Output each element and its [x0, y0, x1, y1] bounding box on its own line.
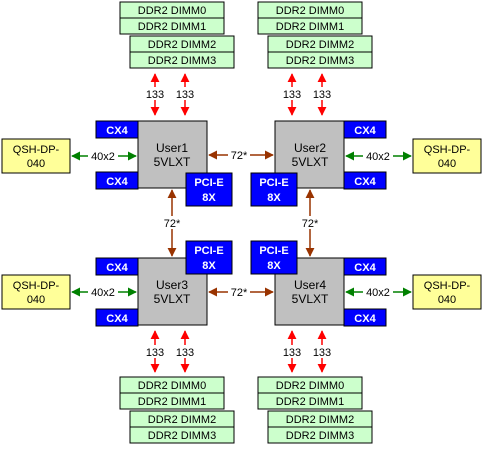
- qsh-label-line2: 040: [438, 294, 456, 306]
- dimm-label-3: DDR2 DIMM3: [148, 55, 216, 67]
- cx4-label: CX4: [354, 176, 376, 188]
- qsh-connector: [1, 274, 71, 310]
- cx4-label: CX4: [354, 125, 376, 137]
- cx4-label: CX4: [106, 125, 128, 137]
- memory-bus-label: 133: [176, 89, 194, 101]
- cx4-label: CX4: [354, 313, 376, 325]
- pcie-connector: [250, 240, 298, 275]
- pcie-label-line1: PCI-E: [259, 245, 288, 257]
- qsh-link-label: 40x2: [366, 151, 390, 163]
- memory-bus-label: 133: [283, 347, 301, 359]
- dimm-label-2: DDR2 DIMM2: [148, 39, 216, 51]
- cx4-connector: [95, 308, 139, 327]
- cx4-connector: [343, 171, 387, 190]
- dimm-label-2: DDR2 DIMM2: [148, 414, 216, 426]
- memory-bus-labels: 133 133 133 133 133 133 133 133: [143, 87, 334, 359]
- dimm-stack-user2: DDR2 DIMM0 DDR2 DIMM1 DDR2 DIMM2 DDR2 DI…: [257, 1, 373, 69]
- qsh-label-line1: QSH-DP-: [13, 144, 60, 156]
- pcie-label-line1: PCI-E: [259, 177, 288, 189]
- cx4-connector: [343, 120, 387, 139]
- fpga-part: 5VLXT: [292, 292, 329, 306]
- dimm-label-1: DDR2 DIMM1: [138, 396, 206, 408]
- fpga-name: User1: [156, 141, 188, 155]
- fpga-name: User4: [294, 278, 326, 292]
- pcie-label-line2: 8X: [202, 192, 216, 204]
- dimm-label-3: DDR2 DIMM3: [286, 430, 354, 442]
- fpga-user1: User1 5VLXT: [137, 120, 208, 189]
- qsh-link-label: 40x2: [91, 151, 115, 163]
- qsh-label-line1: QSH-DP-: [424, 280, 471, 292]
- pcie-label-line2: 8X: [202, 260, 216, 272]
- cx4-label: CX4: [106, 176, 128, 188]
- memory-bus-label: 133: [146, 89, 164, 101]
- dimm-label-1: DDR2 DIMM1: [138, 21, 206, 33]
- cx4-label: CX4: [354, 262, 376, 274]
- fpga-link-label: 72*: [231, 150, 248, 162]
- pcie-connector: [185, 172, 233, 207]
- pcie-connectors: PCI-E 8X PCI-E 8X PCI-E 8X PCI-E 8X: [185, 172, 298, 275]
- cx4-label: CX4: [106, 313, 128, 325]
- dimm-label-2: DDR2 DIMM2: [286, 414, 354, 426]
- qsh-connector: [412, 138, 482, 174]
- qsh-connector: [1, 138, 71, 174]
- dimm-label-0: DDR2 DIMM0: [276, 5, 344, 17]
- cx4-connector: [95, 120, 139, 139]
- dimm-label-0: DDR2 DIMM0: [138, 380, 206, 392]
- memory-bus-label: 133: [146, 347, 164, 359]
- dimm-label-0: DDR2 DIMM0: [138, 5, 206, 17]
- dimm-label-0: DDR2 DIMM0: [276, 380, 344, 392]
- qsh-label-line2: 040: [438, 158, 456, 170]
- dimm-label-2: DDR2 DIMM2: [286, 39, 354, 51]
- qsh-label-line2: 040: [27, 294, 45, 306]
- memory-bus-label: 133: [283, 89, 301, 101]
- fpga-part: 5VLXT: [154, 155, 191, 169]
- cx4-label: CX4: [106, 262, 128, 274]
- qsh-label-line2: 040: [27, 158, 45, 170]
- dimm-stack-user3: DDR2 DIMM0 DDR2 DIMM1 DDR2 DIMM2 DDR2 DI…: [119, 376, 235, 444]
- cx4-connector: [95, 171, 139, 190]
- fpga-link-label: 72*: [302, 218, 319, 230]
- cx4-connector: [343, 257, 387, 276]
- qsh-link-label: 40x2: [91, 287, 115, 299]
- dimm-label-1: DDR2 DIMM1: [276, 21, 344, 33]
- qsh-label-line1: QSH-DP-: [424, 144, 471, 156]
- qsh-connectors: QSH-DP- 040 QSH-DP- 040 QSH-DP- 040 QSH-…: [1, 138, 482, 310]
- qsh-link-label: 40x2: [366, 287, 390, 299]
- fpga-name: User3: [156, 278, 188, 292]
- pcie-label-line1: PCI-E: [194, 245, 223, 257]
- fpga-part: 5VLXT: [154, 292, 191, 306]
- dimm-label-3: DDR2 DIMM3: [148, 430, 216, 442]
- fpga-name: User2: [294, 141, 326, 155]
- pcie-connector: [185, 240, 233, 275]
- pcie-connector: [250, 172, 298, 207]
- fpga-link-labels: 72* 72* 72* 72*: [161, 148, 321, 299]
- qsh-connector: [412, 274, 482, 310]
- dimm-label-1: DDR2 DIMM1: [276, 396, 344, 408]
- fpga-link-label: 72*: [164, 218, 181, 230]
- memory-bus-label: 133: [313, 347, 331, 359]
- qsh-label-line1: QSH-DP-: [13, 280, 60, 292]
- cx4-connector: [95, 257, 139, 276]
- fpga-part: 5VLXT: [292, 155, 329, 169]
- cx4-connectors: CX4 CX4 CX4 CX4 CX4 CX4 CX4 CX4: [95, 120, 387, 327]
- memory-bus-label: 133: [313, 89, 331, 101]
- pcie-label-line2: 8X: [267, 192, 281, 204]
- qsh-link-labels: 40x2 40x2 40x2 40x2: [88, 149, 393, 299]
- cx4-connector: [343, 308, 387, 327]
- dimm-stack-user4: DDR2 DIMM0 DDR2 DIMM1 DDR2 DIMM2 DDR2 DI…: [257, 376, 373, 444]
- pcie-label-line2: 8X: [267, 260, 281, 272]
- memory-bus-label: 133: [176, 347, 194, 359]
- fpga-link-label: 72*: [231, 287, 248, 299]
- pcie-label-line1: PCI-E: [194, 177, 223, 189]
- dimm-stack-user1: DDR2 DIMM0 DDR2 DIMM1 DDR2 DIMM2 DDR2 DI…: [119, 1, 235, 69]
- dimm-label-3: DDR2 DIMM3: [286, 55, 354, 67]
